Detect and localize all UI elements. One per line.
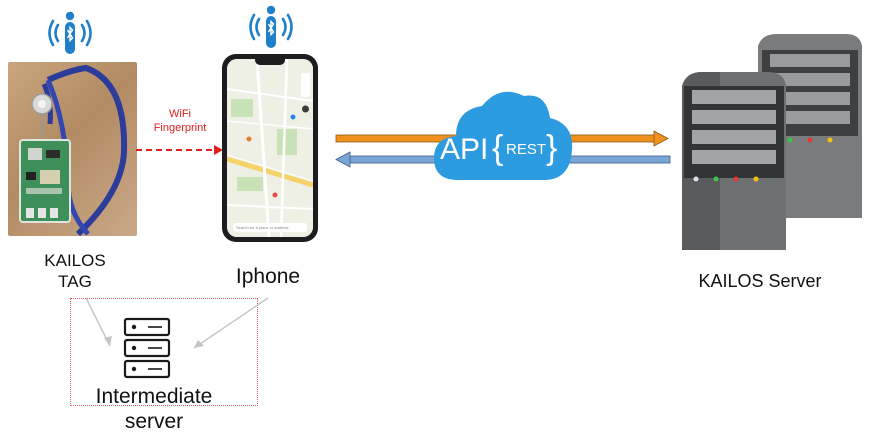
wifi-fingerprint-label: WiFi Fingerprint — [153, 108, 207, 134]
intermediate-server-box — [70, 298, 258, 406]
phone-search-bar[interactable]: Search for a place or address — [233, 223, 307, 232]
rest-brace-left: { — [492, 129, 504, 167]
phone-notch — [255, 59, 285, 65]
kailos-tag-photo — [8, 62, 137, 236]
bluetooth-signal-icon — [249, 5, 293, 48]
bluetooth-signal-icon — [48, 11, 92, 54]
rest-text: REST — [506, 141, 547, 158]
api-text: API — [440, 133, 489, 166]
intermediate-server-label: Intermediate server — [95, 385, 213, 433]
cloud-icon — [434, 91, 573, 180]
rest-brace-right: } — [546, 129, 558, 167]
intermediate-connector-arrows — [85, 297, 269, 349]
kailos-tag-label: KAILOS TAG — [44, 251, 106, 291]
kailos-server-label: KAILOS Server — [698, 271, 822, 291]
phone-map-screen: Search for a place or address — [227, 59, 313, 237]
iphone-device: Search for a place or address — [222, 54, 318, 242]
kailos-server-icon — [682, 34, 862, 250]
wifi-fingerprint-arrow — [136, 145, 223, 155]
iphone-label: Iphone — [235, 265, 301, 288]
server-rack-icon — [123, 317, 171, 379]
